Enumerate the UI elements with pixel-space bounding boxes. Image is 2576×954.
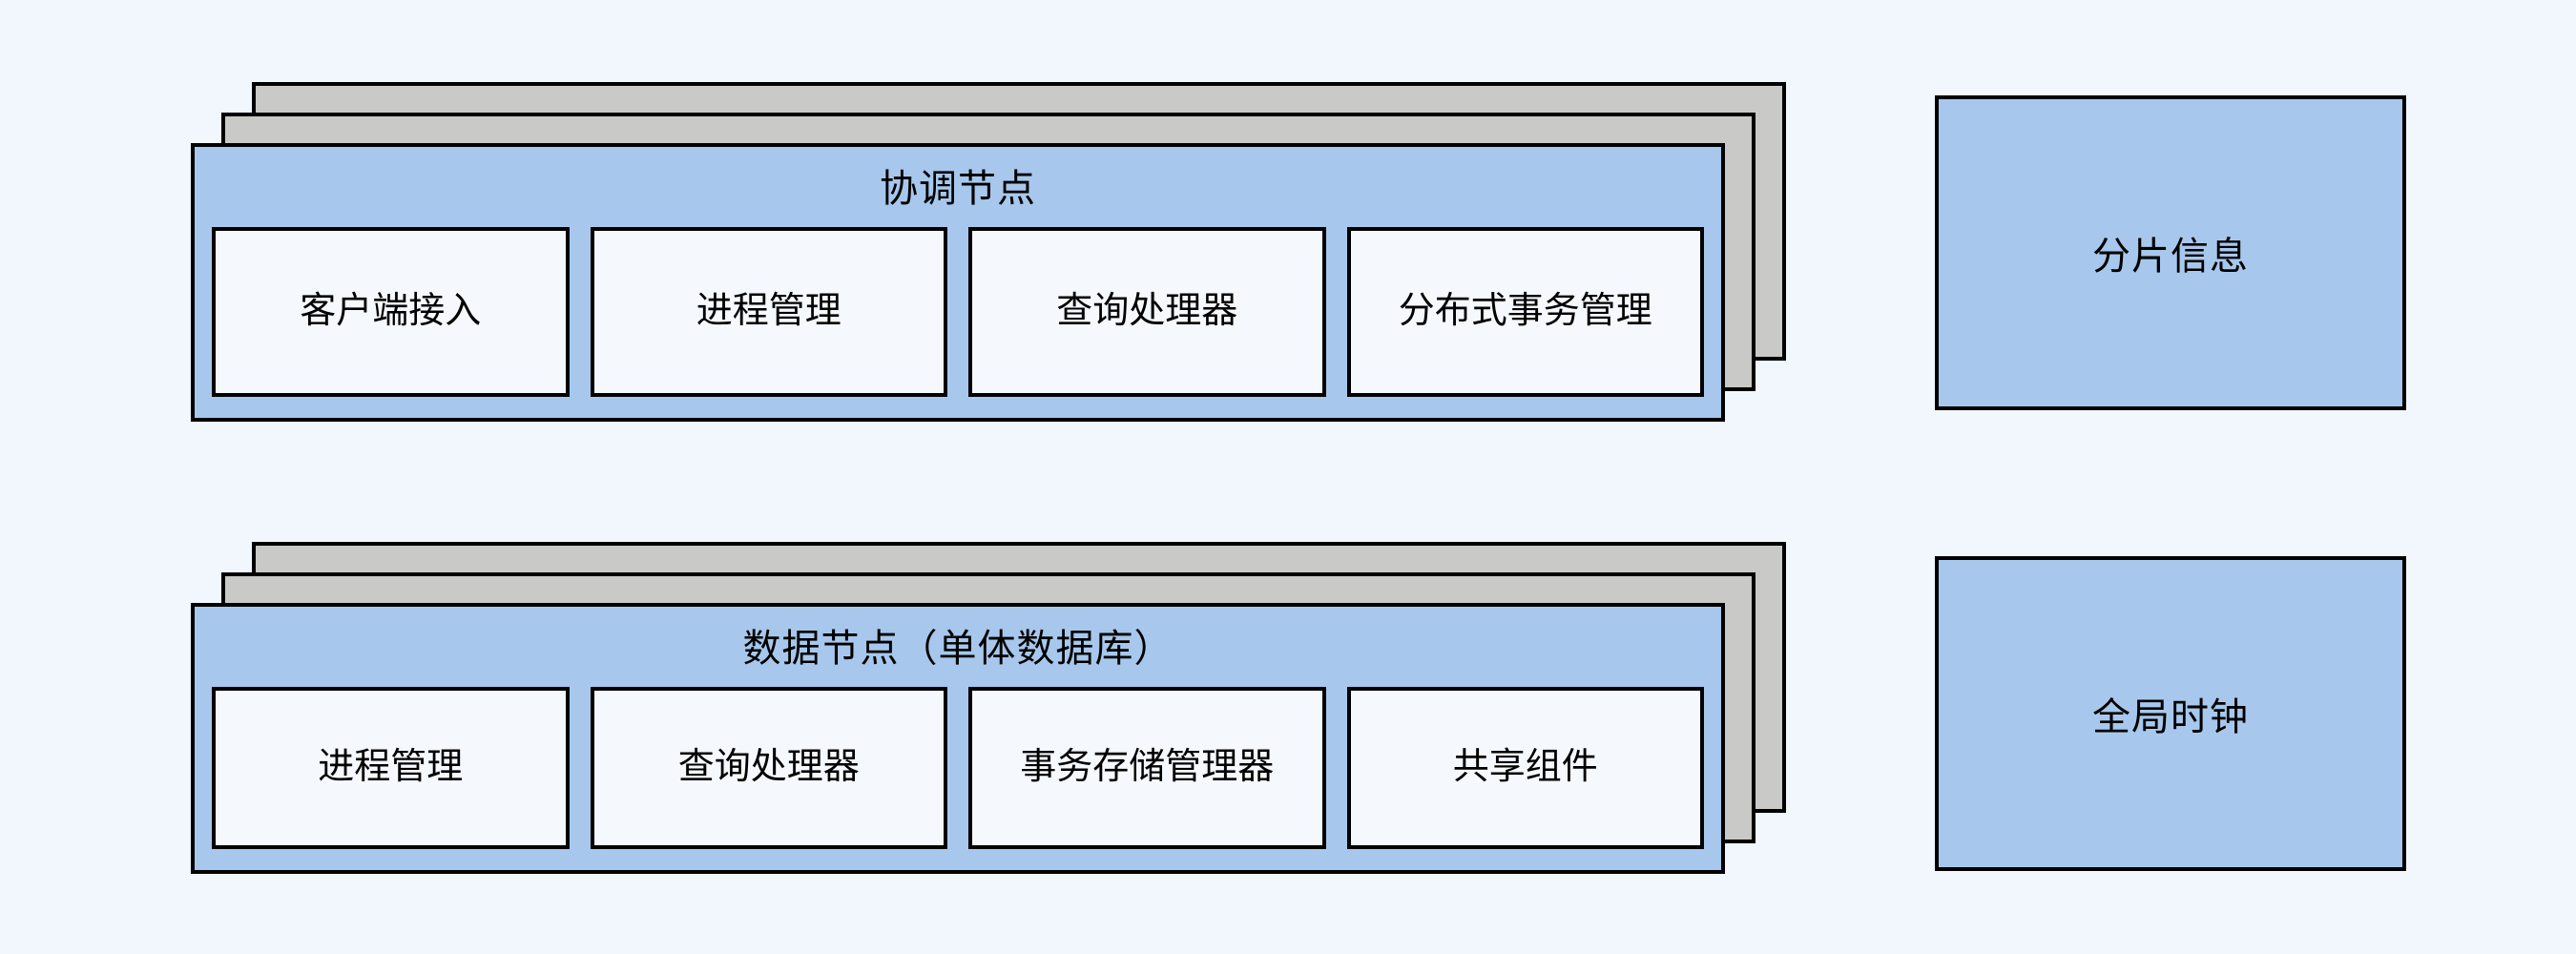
component-box[interactable]: 查询处理器 (590, 687, 947, 849)
component-box[interactable]: 查询处理器 (968, 227, 1326, 397)
side-box-global-clock[interactable]: 全局时钟 (1935, 556, 2406, 871)
component-row-coordinator: 客户端接入 进程管理 查询处理器 分布式事务管理 (195, 227, 1721, 418)
node-card-coordinator[interactable]: 协调节点 客户端接入 进程管理 查询处理器 分布式事务管理 (191, 143, 1725, 422)
component-box[interactable]: 事务存储管理器 (968, 687, 1326, 849)
component-box[interactable]: 进程管理 (212, 687, 570, 849)
node-title-datanode: 数据节点（单体数据库） (742, 628, 1174, 670)
side-box-shard-info[interactable]: 分片信息 (1935, 95, 2406, 410)
component-box[interactable]: 进程管理 (590, 227, 947, 397)
component-box[interactable]: 客户端接入 (212, 227, 570, 397)
node-group-coordinator[interactable]: 协调节点 客户端接入 进程管理 查询处理器 分布式事务管理 (191, 82, 1786, 422)
node-group-datanode[interactable]: 数据节点（单体数据库） 进程管理 查询处理器 事务存储管理器 共享组件 (191, 542, 1786, 874)
component-box[interactable]: 分布式事务管理 (1346, 227, 1704, 397)
node-card-datanode[interactable]: 数据节点（单体数据库） 进程管理 查询处理器 事务存储管理器 共享组件 (191, 603, 1725, 874)
component-box[interactable]: 共享组件 (1346, 687, 1704, 849)
component-row-datanode: 进程管理 查询处理器 事务存储管理器 共享组件 (195, 687, 1721, 870)
node-title-coordinator: 协调节点 (880, 168, 1036, 210)
